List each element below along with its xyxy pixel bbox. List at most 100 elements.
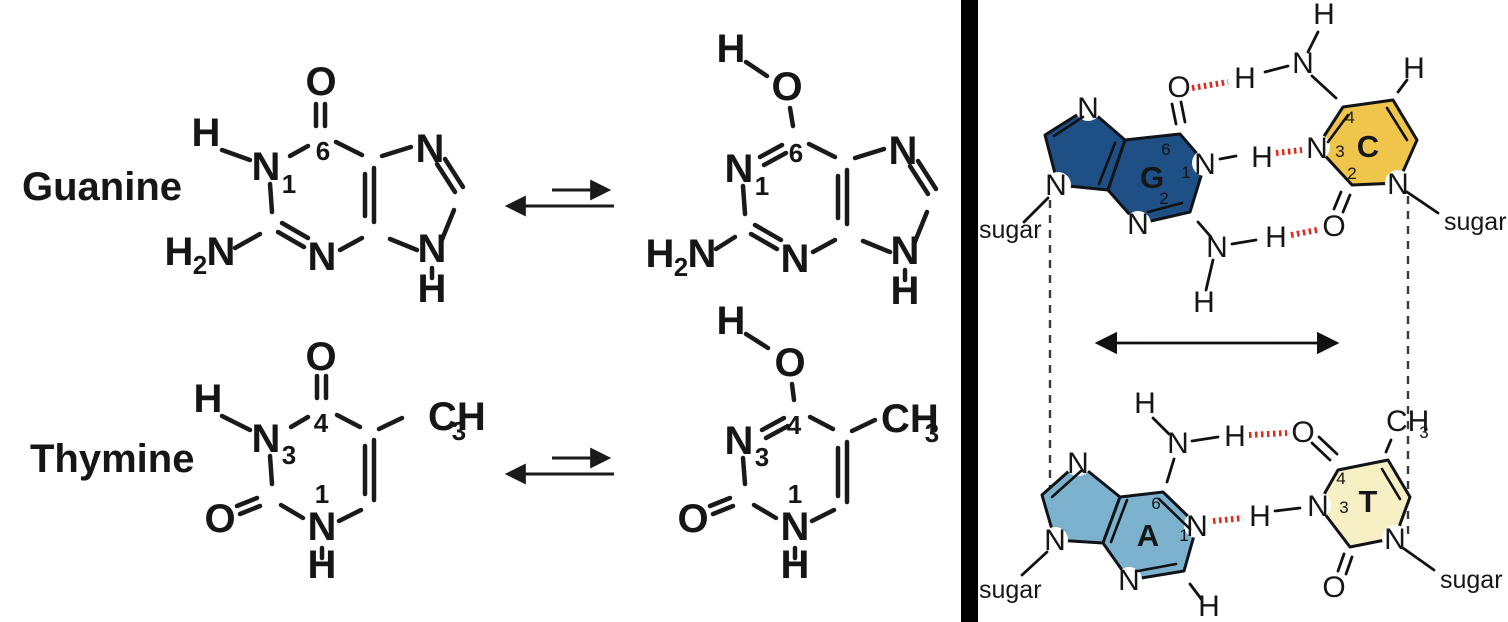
tk-h3-label: H <box>194 377 223 421</box>
c-o2-label: O <box>1322 210 1345 243</box>
gc-hbond-bottom <box>1290 227 1318 238</box>
tk-n1-number: 1 <box>315 479 329 509</box>
t-o4-label: O <box>1291 416 1314 449</box>
a-amino-n-label: N <box>1167 427 1189 460</box>
ge-c6-number: 6 <box>789 138 803 168</box>
a-n1-label: N <box>1186 510 1208 543</box>
gk-n1-label: N <box>252 145 281 189</box>
te-n1-number: 1 <box>788 479 802 509</box>
gk-o6-label: O <box>305 60 336 104</box>
c-sugar-label: sugar <box>1444 208 1507 236</box>
te-o2-label: O <box>677 497 708 541</box>
ge-oh-h-label: H <box>717 27 746 71</box>
guanine-enol-bonds <box>713 59 939 283</box>
gc-bridge-h-top: H <box>1234 62 1256 95</box>
te-h1-label: H <box>781 543 810 587</box>
tk-o2-label: O <box>204 497 235 541</box>
cytosine-bonds <box>1263 30 1440 215</box>
c-amino-h-label: H <box>1313 0 1335 31</box>
at-hydrogen-bonds: H H <box>1212 420 1288 533</box>
ge-amino-sub: 2 <box>674 252 688 282</box>
thymine-keto-bonds <box>219 373 405 561</box>
gk-n1-number: 1 <box>282 169 296 199</box>
t-n3-label: N <box>1307 490 1329 523</box>
at-bridge-h-bottom: H <box>1249 500 1271 533</box>
gk-h9-label: H <box>418 267 447 311</box>
tautomer-panel: Guanine Thymine O H N <box>22 27 939 587</box>
a-n7-label: N <box>1067 447 1089 480</box>
g-base-letter: G <box>1140 160 1164 195</box>
a-n9-label: N <box>1044 524 1066 557</box>
thymine-enol-labels: H O N 3 4 CH 3 O 1 N H <box>677 299 939 587</box>
guanine-keto-labels: O H N 1 6 N H 2 N N N H <box>165 60 447 311</box>
gc-hbond-top <box>1191 79 1229 91</box>
t-sugar-label: sugar <box>1440 566 1503 594</box>
tk-n1-label: N <box>308 505 337 549</box>
adenine-inner-double-bonds <box>1050 469 1192 573</box>
c-n3-label: N <box>1306 132 1328 165</box>
adenine-imidazole-ring <box>1040 461 1122 545</box>
te-n3-number: 3 <box>755 442 769 472</box>
t-methyl-label: CH <box>1386 405 1429 438</box>
te-n3-label: N <box>725 419 754 463</box>
thymine-keto-labels: O H N 3 4 CH 3 O 1 N H <box>194 335 486 587</box>
ge-n1-number: 1 <box>755 171 769 201</box>
gc-bridge-h-bottom: H <box>1265 221 1287 254</box>
thymine-equilibrium-arrow <box>504 447 614 485</box>
g-sugar-label: sugar <box>979 216 1042 244</box>
gk-c6-number: 6 <box>316 136 330 166</box>
tk-c4-number: 4 <box>314 408 329 438</box>
a-c2-h-label: H <box>1198 590 1220 622</box>
tk-methyl-label: CH <box>428 395 486 439</box>
c-position-4: 4 <box>1345 108 1354 127</box>
guanine-keto-bonds <box>219 101 466 281</box>
g-position-2: 2 <box>1159 189 1168 208</box>
gc-bridge-h-middle: H <box>1251 141 1273 174</box>
t-position-3: 3 <box>1339 498 1348 517</box>
te-methyl-label: CH <box>881 397 939 441</box>
guanine-enol-labels: H O N 1 6 N H 2 N N N H <box>646 27 920 313</box>
g-n9-label: N <box>1045 169 1067 202</box>
a-base-letter: A <box>1137 518 1159 553</box>
gk-n9-label: N <box>418 227 447 271</box>
tk-h1-label: H <box>308 543 337 587</box>
c-position-2: 2 <box>1347 164 1356 183</box>
g-n1-label: N <box>1194 148 1216 181</box>
adenine-bonds <box>1020 416 1220 602</box>
ge-o6-label: O <box>771 65 802 109</box>
thymine-row-label: Thymine <box>30 437 194 481</box>
thymine-base: O CH 3 N N O T 4 3 sugar <box>1273 405 1503 604</box>
gk-n3-label: N <box>308 235 337 279</box>
gk-amino-h-label: H <box>165 230 194 274</box>
gc-hydrogen-bonds: H H H <box>1191 62 1318 254</box>
ge-amino-n-label: N <box>688 232 717 276</box>
c-position-3: 3 <box>1335 142 1344 161</box>
ge-n7-label: N <box>889 129 918 173</box>
te-n1-label: N <box>781 505 810 549</box>
a-n3-label: N <box>1118 564 1140 597</box>
gc-hbond-middle <box>1275 147 1303 156</box>
panel-divider <box>961 0 978 622</box>
a-sugar-label: sugar <box>979 576 1042 604</box>
guanine-base: O N N N N N H G 6 1 2 sugar <box>979 71 1258 319</box>
gk-amino-sub: 2 <box>193 250 207 280</box>
guanine-bonds <box>1022 100 1258 292</box>
guanine-inner-double-bonds <box>1052 115 1184 214</box>
at-bridge-h-top: H <box>1224 420 1246 453</box>
t-o2-label: O <box>1322 571 1345 604</box>
tk-o4-label: O <box>305 335 336 379</box>
t-base-letter: T <box>1359 484 1378 519</box>
g-o6-label: O <box>1167 71 1190 104</box>
a-position-6: 6 <box>1151 494 1160 513</box>
tk-methyl-sub: 3 <box>452 416 466 446</box>
g-amino-n-label: N <box>1206 231 1228 264</box>
a-amino-h-label: H <box>1134 387 1156 420</box>
c-ring-h-label: H <box>1403 52 1425 85</box>
thymine-enol-bonds <box>707 331 878 561</box>
c-base-letter: C <box>1357 129 1379 164</box>
thymine-inner-double-bonds <box>1380 467 1402 501</box>
cytosine-base: N H H N N O C 4 3 2 sugar <box>1263 0 1507 243</box>
g-position-1: 1 <box>1181 163 1190 182</box>
adenine-base: N N N N N H H A 6 1 sugar <box>979 387 1220 622</box>
